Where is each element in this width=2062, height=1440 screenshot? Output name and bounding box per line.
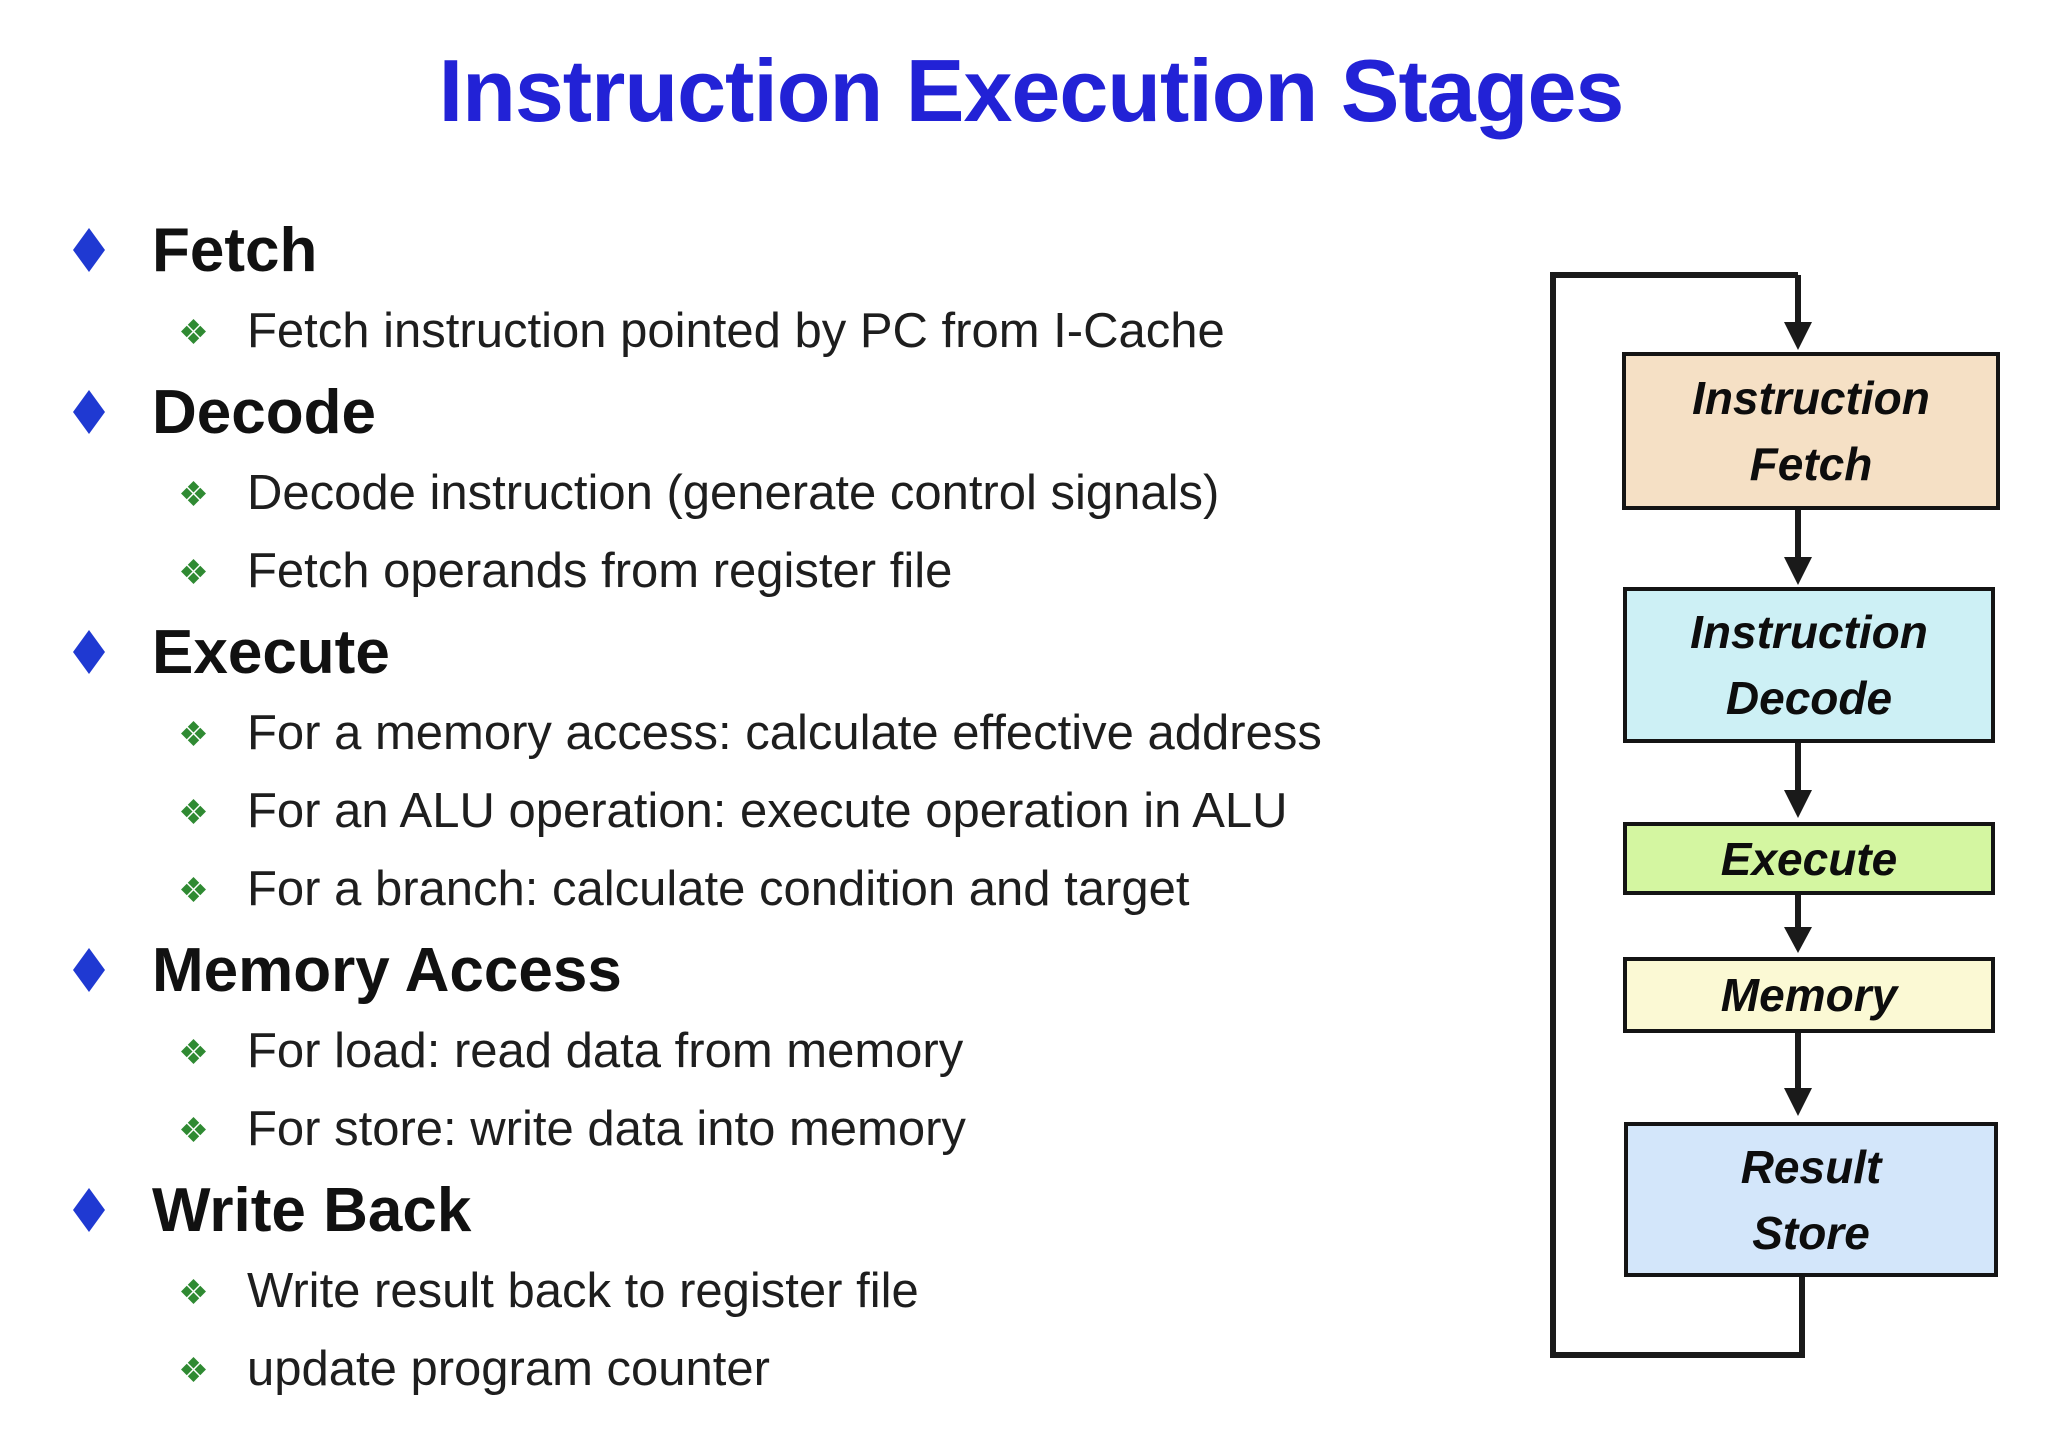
list-item: Memory Access xyxy=(55,928,1455,1012)
list-subitem: Write result back to register file xyxy=(55,1252,1455,1330)
stage-box-label: Store xyxy=(1752,1206,1870,1259)
list-item: Fetch xyxy=(55,208,1455,292)
list-subitem-label: Fetch instruction pointed by PC from I-C… xyxy=(247,304,1225,358)
list-subitem-label: For an ALU operation: execute operation … xyxy=(247,784,1288,838)
list-subitem-label: Decode instruction (generate control sig… xyxy=(247,466,1220,520)
list-subitem-label: For a memory access: calculate effective… xyxy=(247,706,1322,760)
list-subitem-label: For a branch: calculate condition and ta… xyxy=(247,862,1190,916)
list-subitem: Decode instruction (generate control sig… xyxy=(55,454,1455,532)
stage-box-label: Instruction xyxy=(1692,372,1930,424)
list-subitem: For an ALU operation: execute operation … xyxy=(55,772,1455,850)
four-diamond-bullet-icon xyxy=(181,720,206,746)
list-subitem: For store: write data into memory xyxy=(55,1090,1455,1168)
diamond-bullet-icon xyxy=(73,948,105,992)
four-diamond-bullet-icon xyxy=(181,558,206,584)
arrow-down-icon xyxy=(1784,895,1812,953)
stage-box-label: Result xyxy=(1740,1140,1882,1193)
list-item-label: Execute xyxy=(152,617,390,687)
list-item-label: Decode xyxy=(152,377,376,447)
four-diamond-bullet-icon xyxy=(181,1278,206,1304)
list-subitem: Fetch operands from register file xyxy=(55,532,1455,610)
arrow-down-icon xyxy=(1784,743,1812,818)
stage-box-label: Instruction xyxy=(1690,606,1928,658)
arrow-down-icon xyxy=(1784,510,1812,585)
list-subitem: update program counter xyxy=(55,1330,1455,1408)
four-diamond-bullet-icon xyxy=(181,798,206,824)
bullet-list: Fetch Fetch instruction pointed by PC fr… xyxy=(55,208,1455,1408)
stage-box-execute: Execute xyxy=(1623,822,1995,895)
stage-box-label: Fetch xyxy=(1749,438,1873,490)
list-subitem: Fetch instruction pointed by PC from I-C… xyxy=(55,292,1455,370)
stage-box-label: Execute xyxy=(1720,832,1898,885)
list-subitem-label: For load: read data from memory xyxy=(247,1024,964,1078)
four-diamond-bullet-icon xyxy=(181,1038,206,1064)
loop-back-line xyxy=(1550,272,1805,1358)
four-diamond-bullet-icon xyxy=(181,1116,206,1142)
stage-box-label: Memory xyxy=(1720,969,1898,1021)
stage-box-result-store: Result Store xyxy=(1624,1122,1998,1277)
stage-box-label: Decode xyxy=(1725,672,1893,724)
diamond-bullet-icon xyxy=(73,390,105,434)
list-item: Write Back xyxy=(55,1168,1455,1252)
list-subitem: For a branch: calculate condition and ta… xyxy=(55,850,1455,928)
list-item-label: Write Back xyxy=(152,1175,472,1245)
page-title: Instruction Execution Stages xyxy=(438,41,1625,140)
list-subitem: For load: read data from memory xyxy=(55,1012,1455,1090)
arrow-down-icon xyxy=(1784,275,1812,350)
four-diamond-bullet-icon xyxy=(181,876,206,902)
four-diamond-bullet-icon xyxy=(181,480,206,506)
list-subitem: For a memory access: calculate effective… xyxy=(55,694,1455,772)
stage-box-memory: Memory xyxy=(1623,957,1995,1033)
list-item-label: Memory Access xyxy=(152,935,622,1005)
list-item: Execute xyxy=(55,610,1455,694)
diamond-bullet-icon xyxy=(73,1188,105,1232)
list-subitem-label: update program counter xyxy=(247,1342,770,1396)
execution-stage-flowchart: Instruction Fetch Instruction Decode Exe… xyxy=(1540,250,2040,1390)
diamond-bullet-icon xyxy=(73,630,105,674)
diamond-bullet-icon xyxy=(73,228,105,272)
four-diamond-bullet-icon xyxy=(181,318,206,344)
stage-box-instruction-fetch: Instruction Fetch xyxy=(1622,352,2000,510)
list-subitem-label: Fetch operands from register file xyxy=(247,544,953,598)
list-subitem-label: Write result back to register file xyxy=(247,1264,919,1318)
four-diamond-bullet-icon xyxy=(181,1356,206,1382)
flowchart-wires xyxy=(1550,272,1812,1358)
list-subitem-label: For store: write data into memory xyxy=(247,1102,966,1156)
stage-box-instruction-decode: Instruction Decode xyxy=(1623,587,1995,743)
list-item: Decode xyxy=(55,370,1455,454)
list-item-label: Fetch xyxy=(152,215,318,285)
arrow-down-icon xyxy=(1784,1033,1812,1116)
